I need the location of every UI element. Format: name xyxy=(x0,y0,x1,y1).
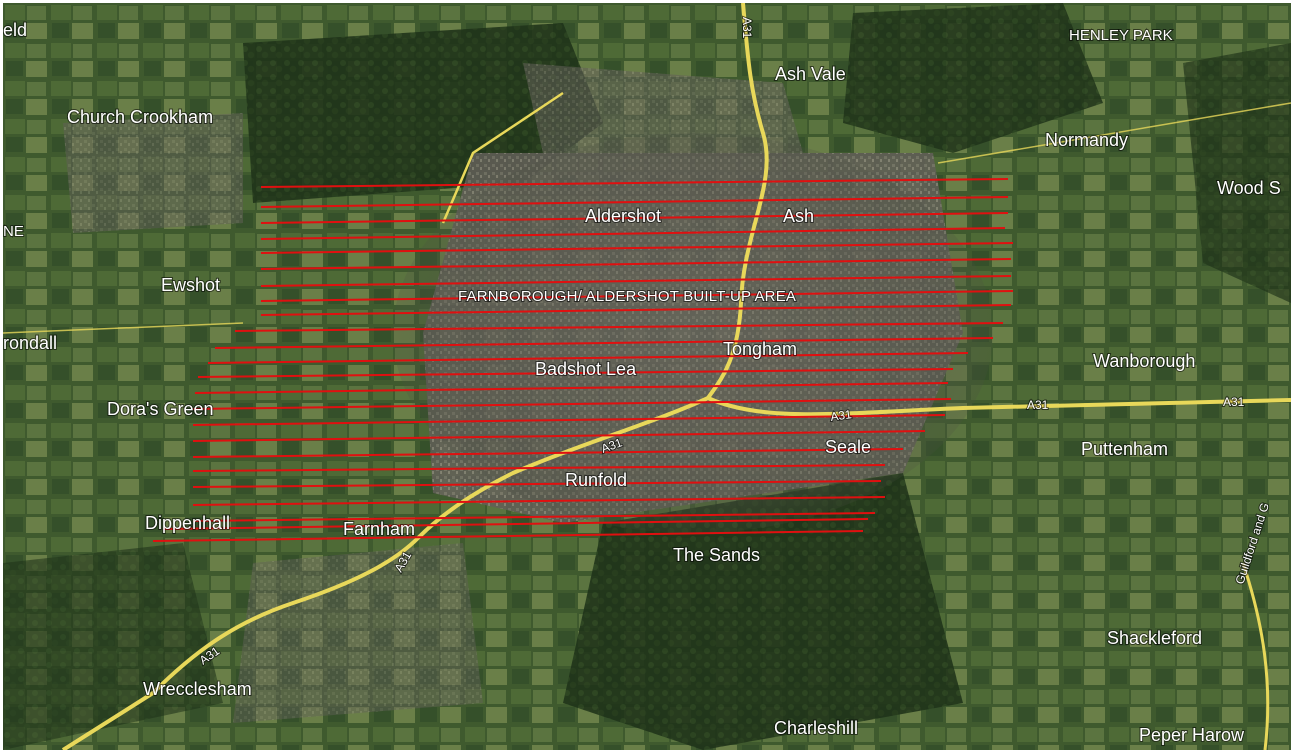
urban-shade xyxy=(393,133,993,533)
hatch-line xyxy=(214,337,994,349)
place-label-henley-park: HENLEY PARK xyxy=(1069,27,1173,44)
road-label-a31-north: A31 xyxy=(740,17,754,39)
hatch-line xyxy=(192,430,926,442)
place-label-runfold: Runfold xyxy=(565,470,627,490)
place-label-badshot-lea: Badshot Lea xyxy=(535,359,637,379)
place-label-wood-s: Wood S xyxy=(1217,178,1281,198)
place-label-tongham: Tongham xyxy=(723,339,797,359)
hatch-line xyxy=(260,178,1009,188)
woodland-southwest xyxy=(3,543,223,750)
place-label-farnham: Farnham xyxy=(343,519,415,539)
hatch-line xyxy=(192,480,882,488)
urban-area-church-crookham xyxy=(63,113,243,233)
hatch-line xyxy=(260,304,1012,316)
hatch-line xyxy=(192,398,952,410)
place-label-seale: Seale xyxy=(825,437,871,457)
urban-area-north xyxy=(523,63,803,153)
woodland-south xyxy=(563,473,963,750)
place-label-ash-vale: Ash Vale xyxy=(775,64,846,84)
hatch-line xyxy=(152,530,864,542)
place-label-ash: Ash xyxy=(783,206,814,226)
road-label-a31-east-2: A31 xyxy=(1027,398,1049,412)
place-label-puttenham: Puttenham xyxy=(1081,439,1168,459)
place-label-peper-harow: Peper Harow xyxy=(1139,725,1245,745)
place-label-aldershot: Aldershot xyxy=(585,206,661,226)
hatch-line xyxy=(192,512,876,522)
hatch-line xyxy=(192,414,946,426)
urban-area-wrecclesham xyxy=(233,543,483,723)
hatch-line xyxy=(192,496,886,506)
place-label-charleshill: Charleshill xyxy=(774,718,858,738)
place-label-eld: eld xyxy=(3,20,27,40)
hatch-line xyxy=(192,448,904,458)
road-label-a31-east-1: A31 xyxy=(829,407,852,424)
road-guildford xyxy=(1241,562,1270,750)
road-label-a31-east-3: A31 xyxy=(1223,395,1245,409)
hatch-line xyxy=(260,290,1014,302)
hatch-line xyxy=(260,196,1009,208)
hatch-line xyxy=(260,212,1009,224)
hatch-line xyxy=(207,352,969,364)
road-northeast xyxy=(937,102,1291,164)
road-label-a31-mid: A31 xyxy=(599,435,624,456)
place-label-dippenhall: Dippenhall xyxy=(145,513,230,533)
place-label-the-sands: The Sands xyxy=(673,545,760,565)
hatch-line xyxy=(162,518,869,530)
hatch-line xyxy=(192,464,886,472)
built-up-area-hatching xyxy=(152,178,1014,542)
hatch-line xyxy=(194,382,949,394)
hatch-line xyxy=(260,227,1006,240)
hatch-line xyxy=(260,242,1014,254)
place-label-shackleford: Shackleford xyxy=(1107,628,1202,648)
road-aldershot-north xyxy=(441,91,564,224)
place-label-ne: NE xyxy=(3,223,24,240)
built-up-area-label: FARNBOROUGH/ ALDERSHOT BUILT-UP AREA xyxy=(458,288,796,305)
place-label-wrecclesham: Wrecclesham xyxy=(143,679,252,699)
place-label-crondall: rondall xyxy=(3,333,57,353)
satellite-map[interactable]: A31 A31 A31 A31 A31 A31 A31 Guildford an… xyxy=(3,3,1291,750)
roads xyxy=(3,3,1291,750)
road-a31-east xyxy=(707,396,1291,417)
place-label-doras-green: Dora's Green xyxy=(107,399,213,419)
road-west xyxy=(3,322,244,334)
place-label-normandy: Normandy xyxy=(1045,130,1128,150)
map-view[interactable]: A31 A31 A31 A31 A31 A31 A31 Guildford an… xyxy=(3,3,1291,750)
hatch-line xyxy=(260,275,1012,287)
place-label-church-crookham: Church Crookham xyxy=(67,107,213,127)
woodland-northeast xyxy=(843,3,1103,153)
place-label-wanborough: Wanborough xyxy=(1093,351,1195,371)
hatch-line xyxy=(197,368,954,378)
hatch-line xyxy=(234,322,1004,332)
road-a31-north xyxy=(706,3,769,400)
hatch-line xyxy=(260,258,1012,270)
place-label-ewshot: Ewshot xyxy=(161,275,220,295)
